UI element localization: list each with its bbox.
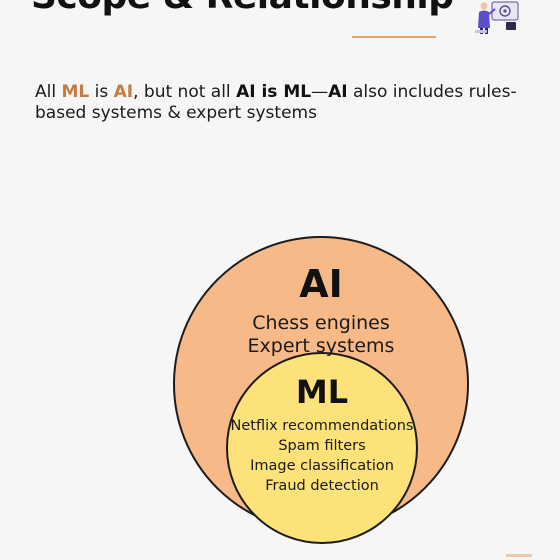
statement-part: also includes rules-based systems & expe… [35,82,517,123]
statement-part: All [35,82,62,102]
ai-example: Expert systems [247,335,395,357]
ml-circle [226,352,418,544]
page-title: Scope & Relationship [31,0,454,17]
ml-example: Image classification [250,458,394,474]
ai-highlight: AI [113,82,134,102]
statement-part: is [89,82,114,102]
statement-part: , but not all [133,82,237,102]
statement-text: All ML is AI, but not all AI is ML—AI al… [35,82,535,124]
ai-emphasis: AI [328,82,348,102]
ai-example: Chess engines [252,312,390,334]
ml-highlight: ML [61,82,90,102]
presenter-with-gear-icon [475,1,519,34]
ml-example: Spam filters [278,438,366,454]
title-underline [352,36,436,38]
ml-example: Fraud detection [265,478,379,494]
ai-is-ml-emphasis: AI is ML [236,82,312,102]
ml-label: ML [295,373,349,411]
ai-label: AI [299,262,343,306]
statement-part: — [311,82,329,102]
corner-accent [506,554,532,557]
ml-example: Netflix recommendations [230,418,414,434]
